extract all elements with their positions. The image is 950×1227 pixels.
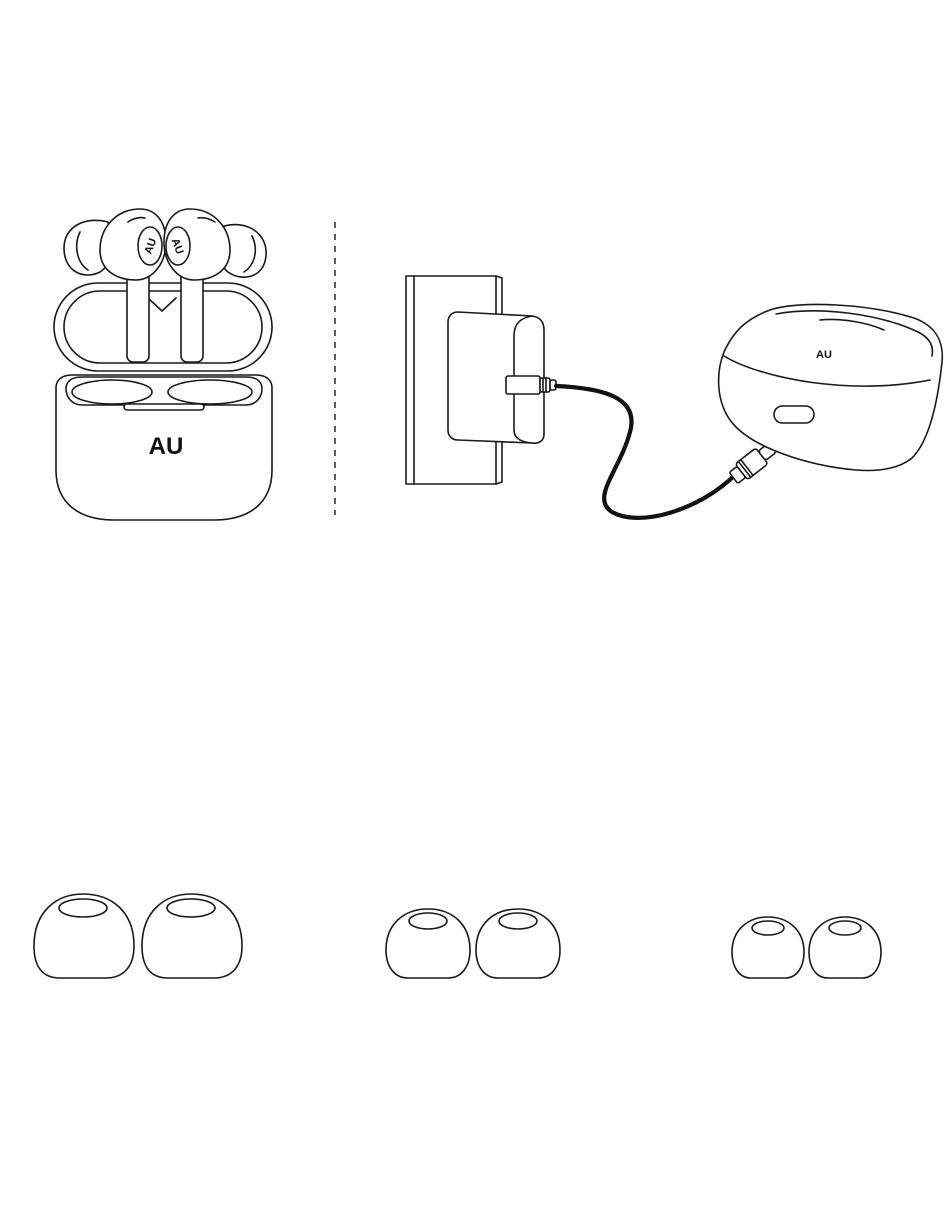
ear-tip [142,894,242,978]
case-lid [54,283,272,371]
ear-tip [476,909,560,978]
charging-setup: AU [406,276,942,518]
ear-tip-pair-small [732,917,881,978]
charging-case-closed: AU [719,304,943,470]
ear-tip-pair-medium [386,909,560,978]
ear-tip [809,917,881,978]
ear-tip [732,917,804,978]
charging-case-logo: AU [816,349,832,361]
usb-a-connector [506,376,556,394]
ear-tip [386,909,470,978]
ear-tips [34,894,881,978]
case-base: AU [56,375,272,520]
ear-tip [34,894,134,978]
open-case-with-earbuds: AU AU AU [54,209,272,520]
case-logo: AU [149,433,184,460]
charging-cable [556,386,736,518]
ear-tip-pair-large [34,894,242,978]
